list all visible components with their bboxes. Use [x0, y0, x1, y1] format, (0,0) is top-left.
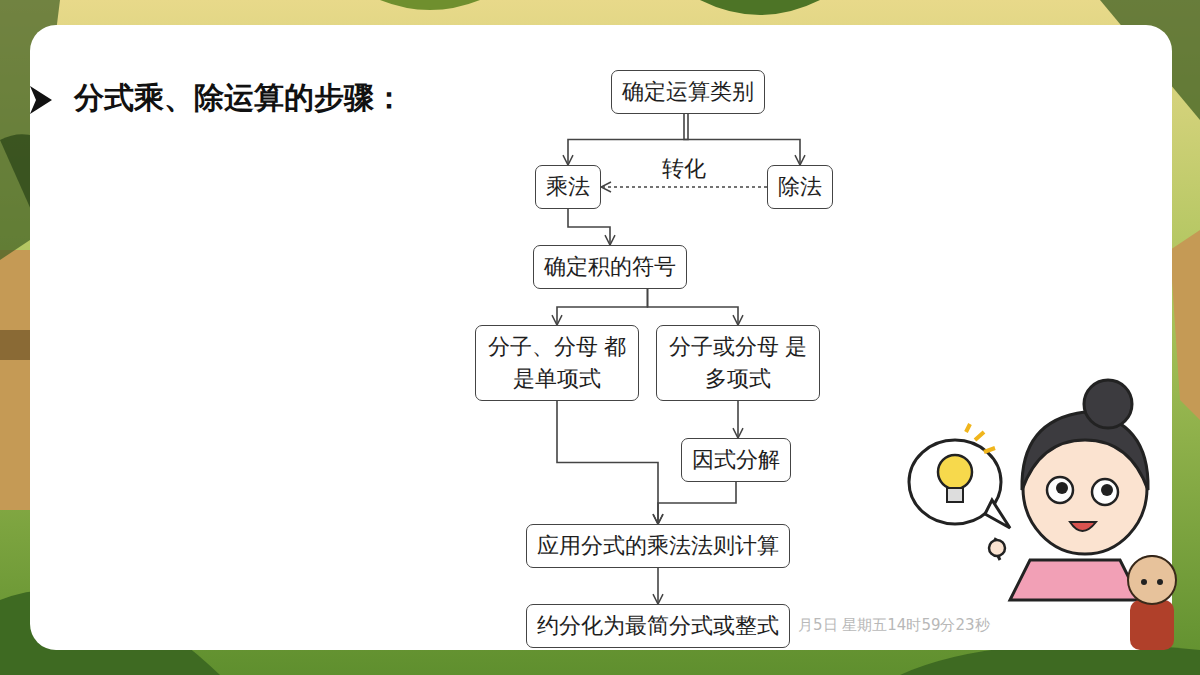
process-box: 约分化为最简分式或整式	[526, 604, 790, 648]
box-text: 分子或分母 是多项式	[667, 331, 809, 395]
process-box: 分子、分母 都是单项式	[475, 325, 639, 401]
process-box: 确定运算类别	[611, 70, 765, 114]
flow-connector	[648, 289, 739, 325]
watermark-text: 月5日 星期五14时59分23秒	[798, 616, 990, 635]
box-text: 确定积的符号	[544, 251, 676, 283]
box-text: 确定运算类别	[622, 76, 754, 108]
process-box: 应用分式的乘法法则计算	[526, 524, 790, 568]
box-text: 应用分式的乘法法则计算	[537, 530, 779, 562]
flow-connector	[557, 401, 658, 524]
box-text: 约分化为最简分式或整式	[537, 610, 779, 642]
small-character	[1128, 555, 1176, 650]
flow-connector	[737, 401, 739, 438]
box-text: 分子、分母 都是单项式	[486, 331, 628, 395]
slide-title: 分式乘、除运算的步骤：	[74, 78, 404, 119]
process-box: 乘法	[535, 165, 601, 209]
flow-connector	[657, 568, 659, 604]
flow-connector	[568, 209, 610, 245]
box-text: 因式分解	[692, 444, 780, 476]
flow-connector	[557, 289, 648, 325]
process-box: 分子或分母 是多项式	[656, 325, 820, 401]
box-text: 除法	[778, 171, 822, 203]
process-box: 因式分解	[681, 438, 791, 482]
edge-label: 转化	[659, 154, 709, 184]
process-box: 除法	[767, 165, 833, 209]
box-text: 乘法	[546, 171, 590, 203]
girl-illustration	[909, 380, 1148, 600]
process-box: 确定积的符号	[533, 245, 687, 289]
flow-connector	[658, 482, 736, 524]
flow-connector	[601, 186, 767, 188]
